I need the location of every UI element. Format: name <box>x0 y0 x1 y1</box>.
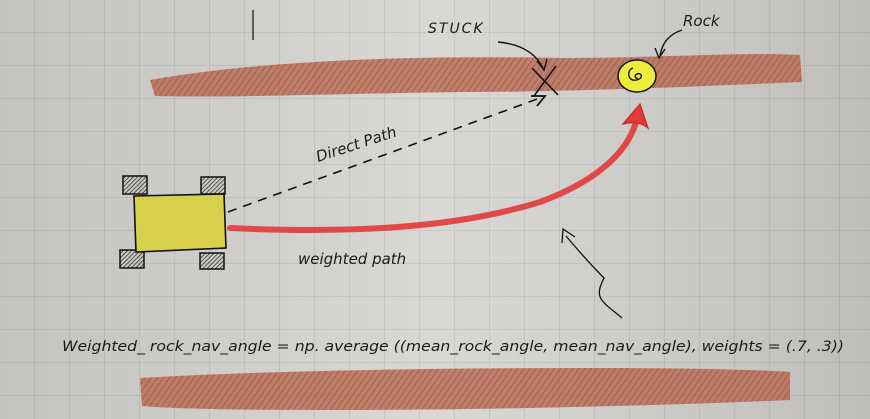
stuck-pointer-arrow <box>497 41 544 69</box>
stuck-marker <box>531 65 559 97</box>
formula-pointer-arrowhead <box>561 227 576 244</box>
rock <box>617 59 657 93</box>
rover-wheel-rear-right <box>199 252 225 270</box>
rock-pointer-arrow <box>659 29 683 57</box>
formula-text: Weighted_ rock_nav_angle = np. average (… <box>62 339 844 355</box>
rock-label: Rock <box>683 12 721 30</box>
rover-body <box>133 193 227 253</box>
stuck-label: STUCK <box>428 21 485 37</box>
bottom-wall <box>140 368 790 410</box>
formula-pointer-arrow <box>565 235 623 319</box>
rover-wheel-front-right <box>200 176 226 195</box>
rover-wheel-front-left <box>122 175 148 195</box>
rover-wheel-rear-left <box>119 249 145 269</box>
rock-pointer-arrowhead <box>654 47 666 60</box>
weighted-path-label: weighted path <box>298 250 406 268</box>
direct-path-line <box>227 97 541 213</box>
rover <box>119 175 227 270</box>
direct-path-arrowhead <box>531 95 547 107</box>
weighted-path-line <box>227 119 639 233</box>
weighted-path-arrowhead <box>621 102 650 130</box>
stuck-pointer-arrowhead <box>536 58 548 72</box>
